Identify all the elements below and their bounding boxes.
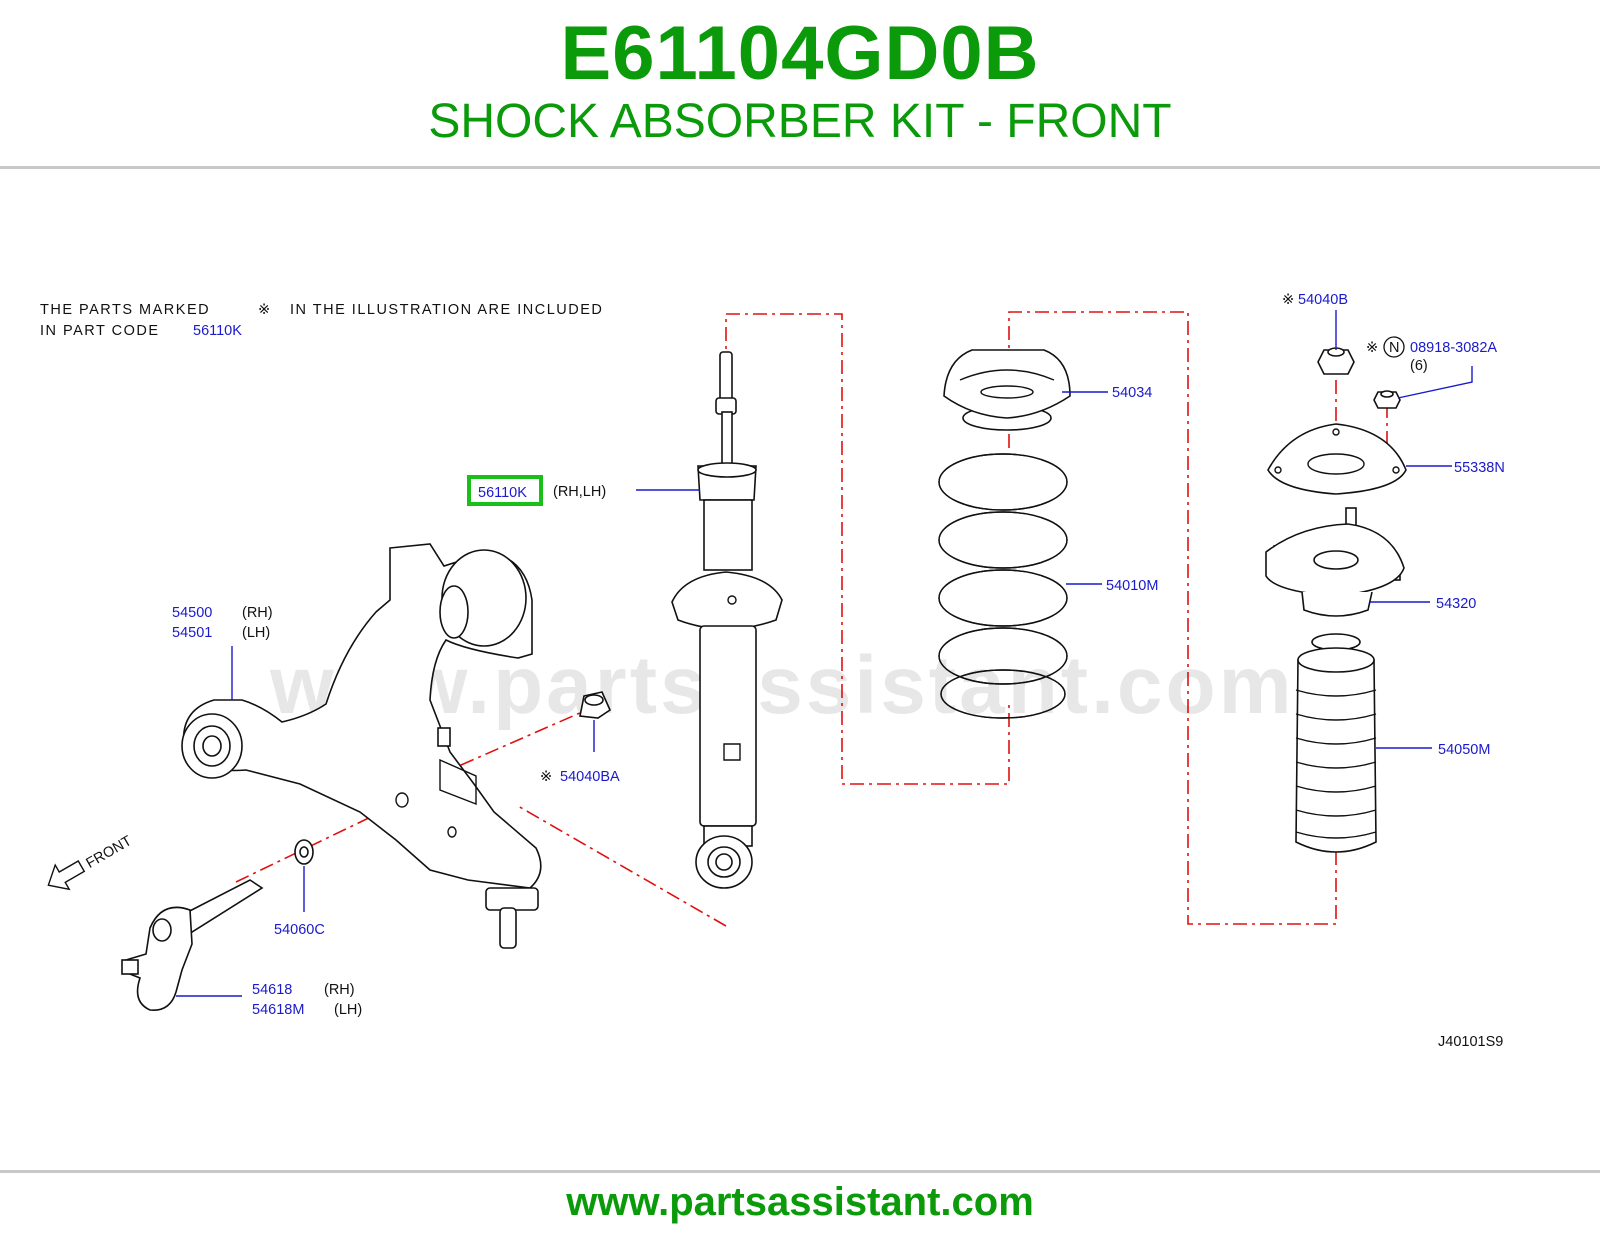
label-54501[interactable]: 54501 <box>172 625 212 641</box>
front-arrow: FRONT <box>47 833 135 891</box>
coil-spring-drawing <box>938 453 1068 719</box>
front-arrow-label: FRONT <box>83 833 134 872</box>
footer-url[interactable]: www.partsassistant.com <box>566 1180 1034 1224</box>
label-54034[interactable]: 54034 <box>1112 385 1152 401</box>
label-54618m-side: (LH) <box>334 1002 362 1018</box>
label-54618m[interactable]: 54618M <box>252 1002 304 1018</box>
header: E61104GD0B SHOCK ABSORBER KIT - FRONT <box>0 0 1600 168</box>
label-54500[interactable]: 54500 <box>172 605 212 621</box>
nut-08918-drawing <box>1373 390 1401 409</box>
header-divider <box>0 166 1600 169</box>
leader-lines <box>176 310 1473 997</box>
label-54500-side: (RH) <box>242 605 273 621</box>
part-number: E61104GD0B <box>560 11 1040 96</box>
plate-drawing <box>1267 423 1407 495</box>
included-parts-note: THE PARTS MARKED ※ IN THE ILLUSTRATION A… <box>40 302 603 339</box>
highlight-box <box>467 475 543 506</box>
label-54320[interactable]: 54320 <box>1436 596 1476 612</box>
label-55338n[interactable]: 55338N <box>1454 460 1505 476</box>
part-title: SHOCK ABSORBER KIT - FRONT <box>428 95 1172 148</box>
label-54040b-mark: ※ <box>1282 292 1294 308</box>
footer-divider <box>0 1170 1600 1173</box>
label-08918-qty: (6) <box>1410 358 1428 374</box>
note-line1-post: IN THE ILLUSTRATION ARE INCLUDED <box>290 302 603 318</box>
watermark: www.partsassistant.com <box>269 640 1295 731</box>
new-part-circle-icon <box>1383 336 1405 358</box>
shock-absorber-drawing <box>671 351 783 889</box>
label-54040ba[interactable]: 54040BA <box>560 769 620 785</box>
label-54501-side: (LH) <box>242 625 270 641</box>
label-54618-side: (RH) <box>324 982 355 998</box>
label-08918-3082a[interactable]: 08918-3082A <box>1410 340 1497 356</box>
spring-seat-drawing <box>943 349 1071 431</box>
bound-bumper-drawing <box>1295 633 1377 853</box>
label-54040ba-mark: ※ <box>540 769 552 785</box>
label-56110k-side: (RH,LH) <box>553 484 606 500</box>
label-54618[interactable]: 54618 <box>252 982 292 998</box>
label-54040b[interactable]: 54040B <box>1298 292 1348 308</box>
washer-drawing <box>294 839 314 865</box>
nut-54040b-drawing <box>1317 347 1355 375</box>
label-56110k[interactable]: 56110K <box>478 485 527 501</box>
note-mark: ※ <box>258 302 270 318</box>
part-labels: 56110K (RH,LH) 54500 (RH) 54501 (LH) ※ 5… <box>172 292 1505 1050</box>
label-54060c[interactable]: 54060C <box>274 922 325 938</box>
label-54010m[interactable]: 54010M <box>1106 578 1158 594</box>
label-54050m[interactable]: 54050M <box>1438 742 1490 758</box>
strut-mount-drawing <box>1265 507 1405 617</box>
label-08918-circle: N <box>1389 340 1399 356</box>
note-part-code[interactable]: 56110K <box>193 323 242 339</box>
label-08918-mark: ※ <box>1366 340 1378 356</box>
tie-rod-drawing <box>121 879 264 1011</box>
figure-id: J40101S9 <box>1438 1034 1503 1050</box>
lower-arm-drawing <box>181 543 542 949</box>
nut-54040ba-drawing <box>579 691 612 719</box>
note-line1-pre: THE PARTS MARKED <box>40 302 210 318</box>
note-line2-pre: IN PART CODE <box>40 323 160 339</box>
